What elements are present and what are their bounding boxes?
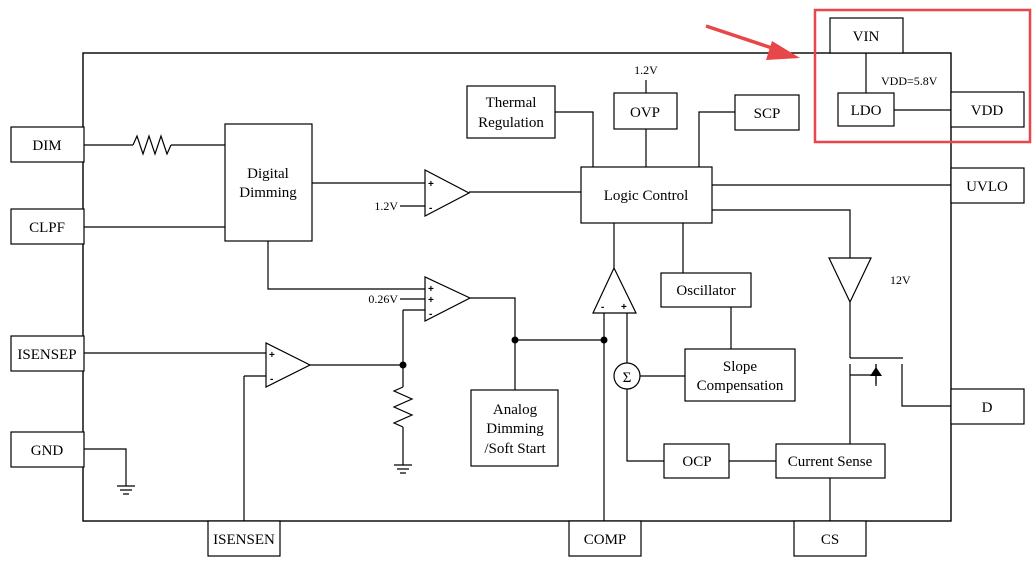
pin-clpf: CLPF bbox=[10, 208, 85, 245]
ocp-block: OCP bbox=[663, 443, 730, 479]
comparator-reference-label: 1.2V bbox=[374, 199, 398, 213]
ovp-reference-label: 1.2V bbox=[634, 63, 658, 77]
svg-text:-: - bbox=[601, 302, 604, 313]
svg-text:UVLO: UVLO bbox=[966, 179, 1008, 195]
svg-text:COMP: COMP bbox=[584, 532, 627, 548]
junction-dot bbox=[600, 336, 608, 344]
analog-dimming-block: Analog Dimming /Soft Start bbox=[470, 389, 559, 467]
svg-text:+: + bbox=[428, 295, 434, 306]
svg-text:OVP: OVP bbox=[630, 105, 660, 121]
driver-voltage-label: 12V bbox=[890, 273, 911, 287]
svg-text:Thermal: Thermal bbox=[486, 95, 537, 111]
svg-text:Current Sense: Current Sense bbox=[788, 454, 873, 470]
isense-amplifier: + - bbox=[265, 342, 312, 388]
svg-text:+: + bbox=[428, 179, 434, 190]
svg-text:Oscillator: Oscillator bbox=[676, 283, 735, 299]
svg-text:Digital: Digital bbox=[247, 166, 289, 182]
pin-uvlo: UVLO bbox=[950, 167, 1025, 204]
svg-text:SCP: SCP bbox=[754, 106, 781, 122]
sum-symbol: Σ bbox=[623, 370, 632, 386]
svg-text:+: + bbox=[428, 284, 434, 295]
svg-text:Analog: Analog bbox=[493, 402, 538, 418]
svg-text:GND: GND bbox=[31, 443, 64, 459]
ovp-block: OVP bbox=[613, 92, 678, 130]
thermal-regulation-block: Thermal Regulation bbox=[466, 85, 556, 139]
junction-dot bbox=[399, 361, 407, 369]
slope-compensation-block: Slope Compensation bbox=[684, 348, 796, 402]
digital-dimming-block: Digital Dimming bbox=[224, 123, 313, 242]
pin-vdd: VDD bbox=[950, 91, 1025, 128]
pin-cs: CS bbox=[793, 520, 867, 557]
comparator-2: + + - bbox=[424, 276, 472, 322]
oscillator-block: Oscillator bbox=[660, 272, 752, 308]
vdd-value-label: VDD=5.8V bbox=[881, 74, 938, 88]
svg-text:ISENSEP: ISENSEP bbox=[17, 347, 76, 363]
svg-text:-: - bbox=[429, 309, 432, 320]
svg-text:VIN: VIN bbox=[853, 29, 880, 45]
pin-gnd: GND bbox=[10, 431, 85, 468]
svg-text:CS: CS bbox=[821, 532, 839, 548]
scp-block: SCP bbox=[734, 94, 800, 131]
svg-text:OCP: OCP bbox=[682, 454, 711, 470]
pin-isensen: ISENSEN bbox=[207, 520, 281, 557]
pin-vin: VIN bbox=[829, 17, 904, 54]
pin-d: D bbox=[950, 388, 1025, 425]
pin-dim: DIM bbox=[10, 126, 85, 163]
svg-text:CLPF: CLPF bbox=[29, 220, 65, 236]
pin-isensep: ISENSEP bbox=[10, 335, 85, 372]
chip-outline bbox=[82, 52, 952, 522]
ldo-block: LDO bbox=[837, 92, 895, 127]
svg-text:Compensation: Compensation bbox=[697, 378, 784, 394]
svg-text:LDO: LDO bbox=[851, 103, 882, 119]
wires bbox=[84, 53, 951, 521]
svg-text:Dimming: Dimming bbox=[239, 185, 297, 201]
svg-text:Dimming: Dimming bbox=[486, 421, 544, 437]
comparator-1: + - bbox=[424, 169, 471, 217]
junction-dot bbox=[511, 336, 519, 344]
summing-junction-icon bbox=[613, 362, 641, 390]
amp-reference-label: 0.26V bbox=[368, 292, 398, 306]
gate-driver bbox=[828, 257, 872, 304]
svg-text:DIM: DIM bbox=[32, 138, 61, 154]
highlight-box bbox=[813, 8, 1032, 144]
svg-text:VDD: VDD bbox=[971, 103, 1004, 119]
svg-text:D: D bbox=[982, 400, 993, 416]
svg-text:ISENSEN: ISENSEN bbox=[213, 532, 275, 548]
pointer-arrow-icon bbox=[705, 24, 800, 60]
svg-text:-: - bbox=[270, 374, 273, 385]
current-sense-block: Current Sense bbox=[775, 443, 886, 479]
svg-text:+: + bbox=[269, 350, 275, 361]
svg-text:+: + bbox=[621, 302, 627, 313]
svg-text:Regulation: Regulation bbox=[478, 115, 544, 131]
svg-text:Slope: Slope bbox=[723, 359, 758, 375]
pin-comp: COMP bbox=[568, 520, 642, 557]
svg-text:/Soft Start: /Soft Start bbox=[484, 441, 546, 457]
svg-text:-: - bbox=[429, 203, 432, 214]
logic-control-block: Logic Control bbox=[580, 166, 713, 224]
svg-text:Logic Control: Logic Control bbox=[604, 188, 689, 204]
pwm-comparator: - + bbox=[592, 266, 637, 314]
